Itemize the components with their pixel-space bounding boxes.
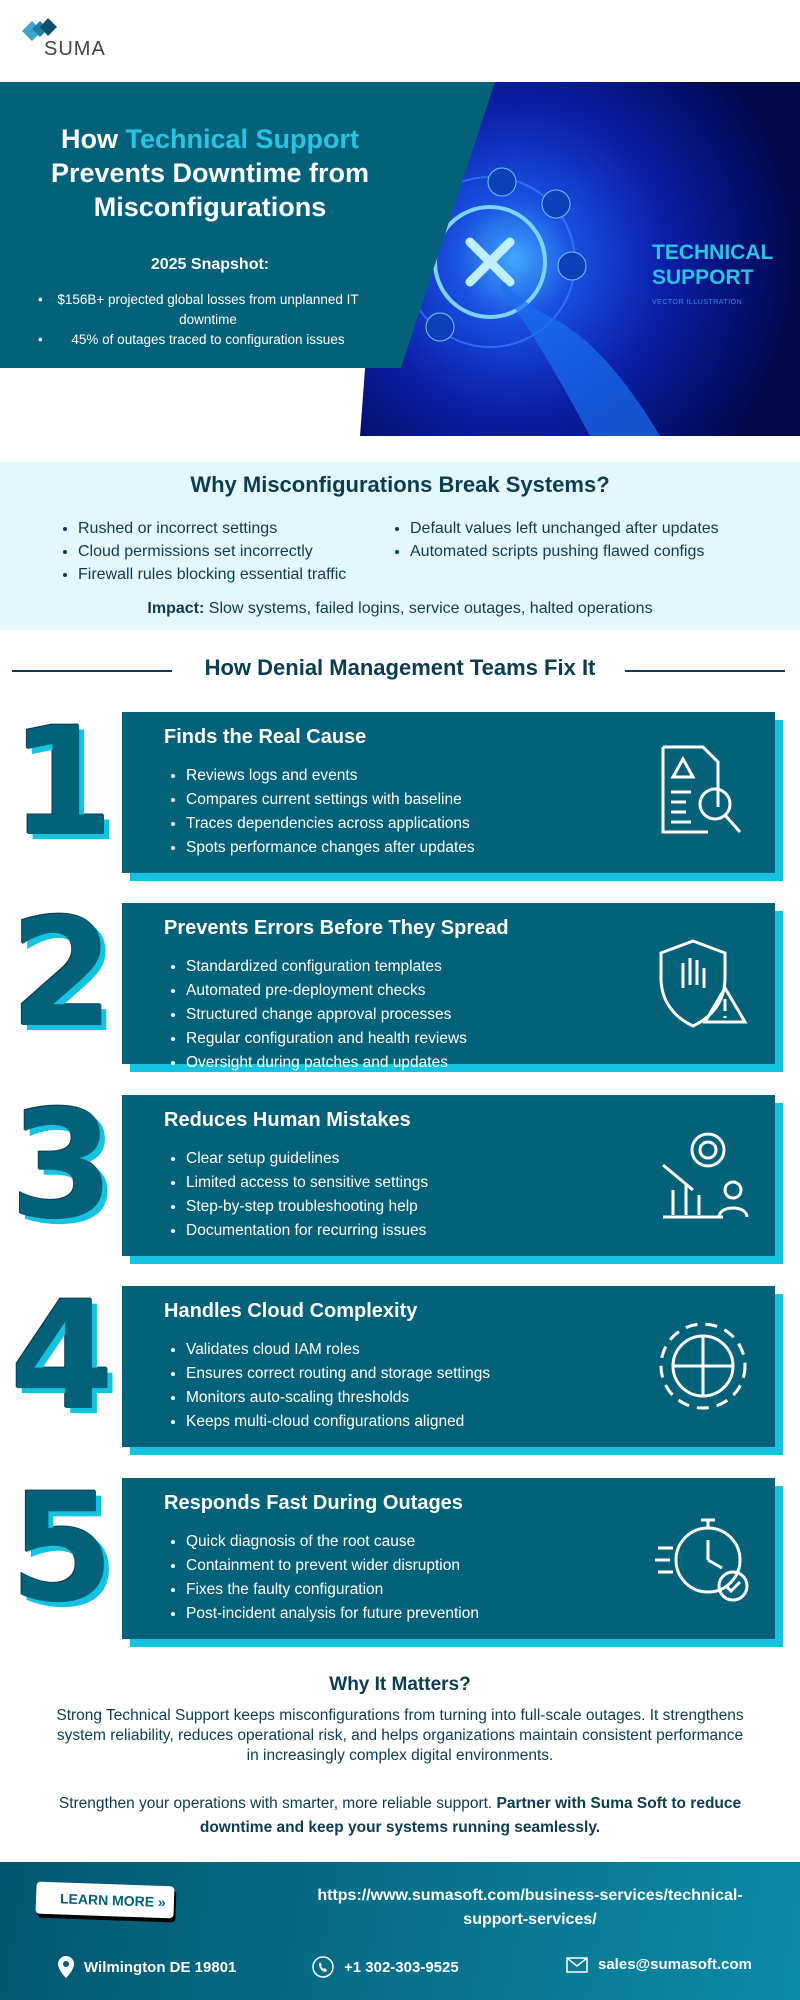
step-item: Monitors auto-scaling thresholds [186, 1386, 490, 1410]
why-section: Why Misconfigurations Break Systems? Rus… [0, 462, 800, 630]
snapshot-item: $156B+ projected global losses from unpl… [38, 290, 378, 330]
step-number: 5 [10, 1462, 115, 1636]
step-title: Finds the Real Cause [164, 726, 367, 748]
step-item: Oversight during patches and updates [186, 1051, 467, 1075]
suma-logo: SUMA [22, 18, 112, 62]
snapshot-title: 2025 Snapshot: [150, 256, 270, 273]
step-item: Ensures correct routing and storage sett… [186, 1362, 490, 1386]
step-card: Prevents Errors Before They SpreadStanda… [122, 903, 775, 1071]
step-list: Validates cloud IAM rolesEnsures correct… [186, 1338, 490, 1434]
cta-text: Strengthen your operations with smarter,… [58, 1795, 742, 1836]
why-item: Cloud permissions set incorrectly [78, 540, 346, 563]
step-item: Quick diagnosis of the root cause [186, 1530, 479, 1554]
step-item: Step-by-step troubleshooting help [186, 1195, 428, 1219]
step-list: Clear setup guidelinesLimited access to … [186, 1147, 428, 1243]
mail-icon [566, 1956, 588, 1973]
step-item: Clear setup guidelines [186, 1147, 428, 1171]
why-item: Default values left unchanged after upda… [410, 517, 719, 540]
step-card: Handles Cloud ComplexityValidates cloud … [122, 1286, 775, 1447]
step-title: Responds Fast During Outages [164, 1492, 463, 1514]
step-number: 3 [10, 1079, 115, 1253]
location-pin-icon [58, 1956, 74, 1978]
step-item: Compares current settings with baseline [186, 788, 475, 812]
step-list: Quick diagnosis of the root causeContain… [186, 1530, 479, 1626]
step-item: Spots performance changes after updates [186, 836, 475, 860]
why-item: Rushed or incorrect settings [78, 517, 346, 540]
step-item: Reviews logs and events [186, 764, 475, 788]
footer: LEARN MORE » https://www.sumasoft.com/bu… [0, 1862, 800, 2000]
step-item: Fixes the faulty configuration [186, 1578, 479, 1602]
puzzle-gear-icon [653, 1316, 753, 1416]
divider [12, 670, 172, 672]
step-number: 4 [10, 1270, 115, 1444]
image-title-2: SUPPORT [652, 266, 754, 289]
step-item: Traces dependencies across applications [186, 812, 475, 836]
step-card: Reduces Human MistakesClear setup guidel… [122, 1095, 775, 1256]
step-title: Handles Cloud Complexity [164, 1300, 418, 1322]
why-item: Firewall rules blocking essential traffi… [78, 563, 346, 586]
website-link[interactable]: https://www.sumasoft.com/business-servic… [317, 1887, 743, 1928]
shield-hand-warning-icon [653, 933, 753, 1033]
step-item: Limited access to sensitive settings [186, 1171, 428, 1195]
step-list: Reviews logs and eventsCompares current … [186, 764, 475, 860]
step-item: Validates cloud IAM roles [186, 1338, 490, 1362]
fix-title: How Denial Management Teams Fix It [204, 655, 596, 680]
step-item: Structured change approval processes [186, 1003, 467, 1027]
phone-icon [312, 1956, 334, 1978]
step-number: 2 [10, 887, 115, 1061]
document-search-icon [653, 742, 753, 842]
why-list-right: Default values left unchanged after upda… [392, 517, 719, 563]
phone[interactable]: +1 302-303-9525 [312, 1956, 459, 1978]
step-item: Documentation for recurring issues [186, 1219, 428, 1243]
impact-text: Impact: Slow systems, failed logins, ser… [147, 600, 653, 617]
image-title-1: TECHNICAL [652, 241, 774, 264]
why-item: Automated scripts pushing flawed configs [410, 540, 719, 563]
why-title: Why Misconfigurations Break Systems? [190, 472, 610, 497]
email-text: sales@sumasoft.com [598, 1956, 752, 1973]
matters-title: Why It Matters? [329, 1674, 471, 1695]
step-number: 1 [10, 696, 115, 870]
step-card: Finds the Real CauseReviews logs and eve… [122, 712, 775, 873]
phone-text: +1 302-303-9525 [344, 1958, 459, 1976]
why-list-left: Rushed or incorrect settings Cloud permi… [60, 517, 346, 586]
email[interactable]: sales@sumasoft.com [566, 1956, 752, 1973]
location: Wilmington DE 19801 [58, 1956, 236, 1978]
matters-body: Strong Technical Support keeps misconfig… [56, 1707, 744, 1764]
snapshot-item: 45% of outages traced to configuration i… [38, 330, 378, 350]
learn-more-button[interactable]: LEARN MORE » [35, 1881, 175, 1919]
location-text: Wilmington DE 19801 [84, 1958, 237, 1976]
step-card: Responds Fast During OutagesQuick diagno… [122, 1478, 775, 1639]
step-item: Standardized configuration templates [186, 955, 467, 979]
snapshot-list: $156B+ projected global losses from unpl… [38, 290, 378, 350]
step-item: Keeps multi-cloud configurations aligned [186, 1410, 490, 1434]
step-item: Containment to prevent wider disruption [186, 1554, 479, 1578]
step-item: Regular configuration and health reviews [186, 1027, 467, 1051]
gear-chart-user-icon [653, 1125, 753, 1225]
image-subtitle: VECTOR ILLUSTRATION [652, 299, 743, 306]
stopwatch-check-icon [653, 1508, 753, 1608]
step-item: Post-incident analysis for future preven… [186, 1602, 479, 1626]
step-item: Automated pre-deployment checks [186, 979, 467, 1003]
step-title: Reduces Human Mistakes [164, 1109, 411, 1131]
step-list: Standardized configuration templatesAuto… [186, 955, 467, 1075]
step-title: Prevents Errors Before They Spread [164, 917, 509, 939]
double-chevron-icon: » [157, 1893, 167, 1911]
divider [625, 670, 785, 672]
